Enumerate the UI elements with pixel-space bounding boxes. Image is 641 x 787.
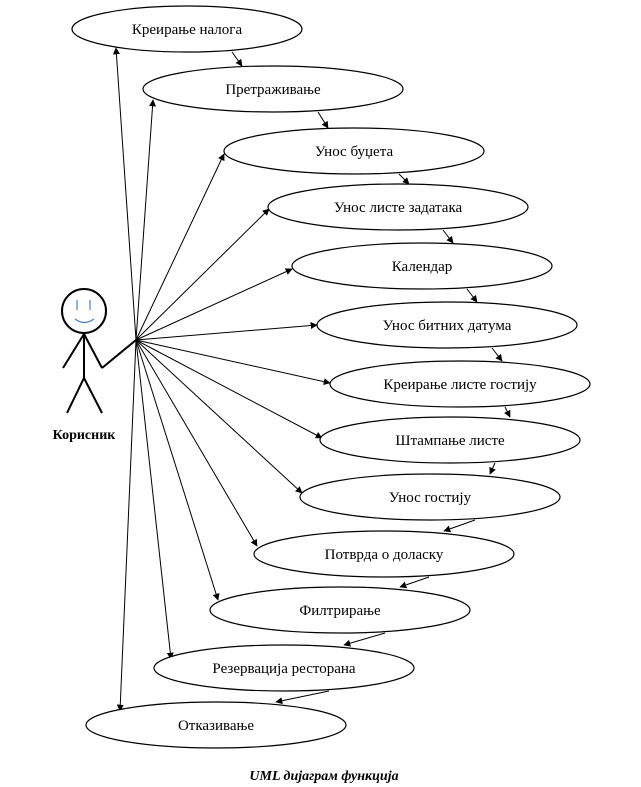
sequence-connectors <box>231 51 511 705</box>
association-arrow-10 <box>135 339 258 547</box>
association-arrow-12 <box>135 339 174 660</box>
use-case-label: Штампање листе <box>395 433 505 449</box>
use-case-1: Креирање налога <box>71 5 303 53</box>
use-case-ellipse <box>142 65 404 113</box>
sequence-arrow-2 <box>317 111 329 129</box>
use-case-ellipse <box>267 183 529 231</box>
association-arrow-8 <box>135 339 323 439</box>
sequence-arrow-7 <box>504 406 511 418</box>
sequence-arrow-1 <box>231 51 243 67</box>
actor: Корисник <box>53 288 137 443</box>
use-case-label: Календар <box>392 259 453 275</box>
use-case-12: Резервација ресторана <box>153 644 415 692</box>
use-case-label: Отказивање <box>178 718 254 734</box>
use-case-label: Унос буџета <box>315 144 394 160</box>
use-case-label: Потврда о доласку <box>325 547 444 563</box>
use-case-ellipse <box>329 360 591 408</box>
sequence-arrow-8 <box>489 462 496 475</box>
use-case-4: Унос листе задатака <box>267 183 529 231</box>
sequence-arrow-3 <box>398 173 410 185</box>
use-case-label: Филтрирање <box>299 603 381 619</box>
actor-label: Корисник <box>53 428 117 443</box>
association-lines <box>112 47 331 712</box>
use-case-11: Филтрирање <box>209 586 471 634</box>
use-case-label: Унос гостију <box>389 490 472 506</box>
use-case-ellipse <box>319 416 581 464</box>
association-arrow-2 <box>135 99 157 341</box>
use-case-label: Унос листе задатака <box>334 200 463 216</box>
association-arrow-13 <box>116 339 137 712</box>
diagram-caption: UML дијаграм функција <box>249 769 398 784</box>
use-case-ellipse <box>291 242 553 290</box>
actor-right-leg <box>83 377 103 414</box>
sequence-arrow-11 <box>343 632 386 647</box>
use-case-ellipse <box>316 301 578 349</box>
actor-left-arm <box>62 333 85 369</box>
use-case-label: Резервација ресторана <box>212 661 355 677</box>
use-case-5: Календар <box>291 242 553 290</box>
use-case-label: Креирање листе гостију <box>383 377 537 393</box>
sequence-arrow-5 <box>466 288 478 303</box>
use-case-ellipse <box>299 473 561 521</box>
use-case-9: Унос гостију <box>299 473 561 521</box>
association-arrow-6 <box>135 322 318 341</box>
use-case-7: Креирање листе гостију <box>329 360 591 408</box>
use-case-2: Претраживање <box>142 65 404 113</box>
association-arrow-4 <box>135 208 270 341</box>
use-case-10: Потврда о доласку <box>253 530 515 578</box>
use-case-label: Унос битних датума <box>383 318 512 334</box>
association-arrow-5 <box>135 268 293 341</box>
use-case-8: Штампање листе <box>319 416 581 464</box>
use-case-ellipse <box>85 701 347 749</box>
sequence-arrow-10 <box>399 576 430 589</box>
association-arrow-3 <box>135 153 225 341</box>
sequence-arrow-4 <box>442 229 454 244</box>
actor-right-arm <box>83 333 103 369</box>
actor-head <box>61 288 107 334</box>
use-case-6: Унос битних датума <box>316 301 578 349</box>
use-case-ellipse <box>209 586 471 634</box>
use-case-label: Креирање налога <box>132 22 243 38</box>
use-case-ellipse <box>223 127 485 175</box>
actor-hand-link <box>101 339 137 369</box>
association-arrow-1 <box>112 47 137 341</box>
sequence-arrow-6 <box>491 347 503 362</box>
use-case-13: Отказивање <box>85 701 347 749</box>
sequence-arrow-12 <box>275 690 330 705</box>
use-case-ellipse <box>153 644 415 692</box>
actor-left-leg <box>66 377 85 414</box>
use-case-ellipse <box>71 5 303 53</box>
sequence-arrow-9 <box>443 519 476 533</box>
association-arrow-9 <box>135 339 303 494</box>
association-arrow-11 <box>135 339 220 601</box>
association-arrow-7 <box>135 339 331 386</box>
smiley-face-icon <box>74 300 95 324</box>
use-case-3: Унос буџета <box>223 127 485 175</box>
use-case-label: Претраживање <box>225 82 321 98</box>
use-case-ellipse <box>253 530 515 578</box>
